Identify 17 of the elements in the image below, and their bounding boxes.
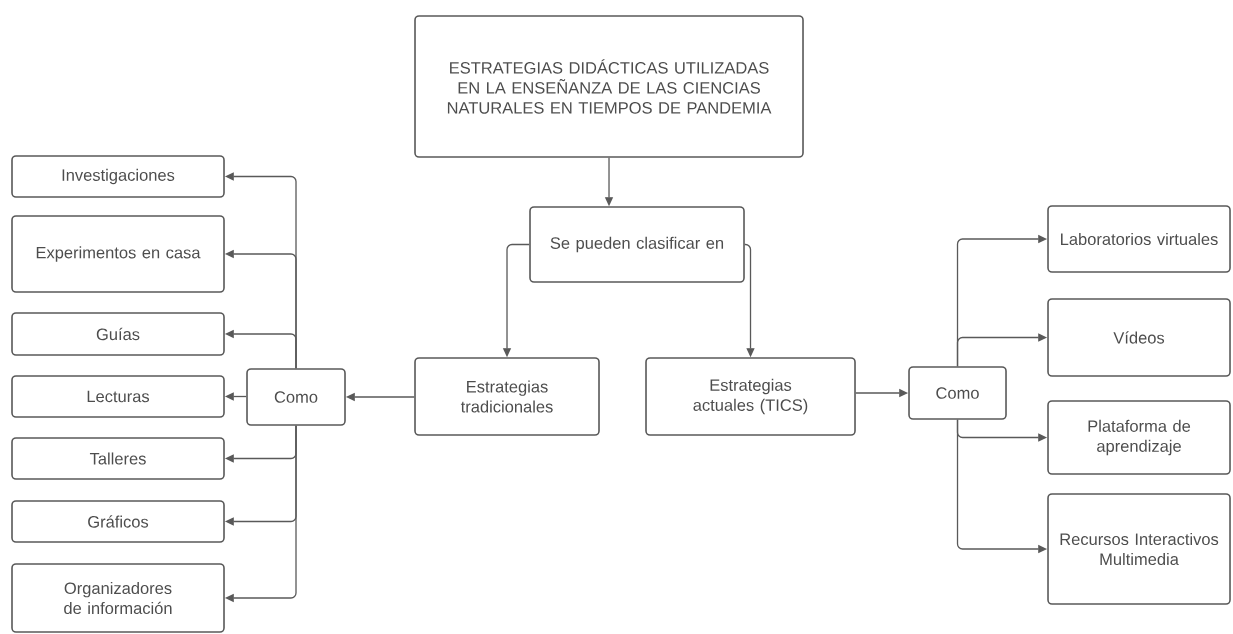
concept-box: Como bbox=[908, 366, 1007, 420]
concept-box: Organizadores de información bbox=[11, 563, 225, 633]
concept-box: Gráficos bbox=[11, 500, 225, 543]
title-box: ESTRATEGIAS DIDÁCTICAS UTILIZADAS EN LA ENSEÑANZA DE LAS CIENCIAS NATURALES EN TIEMPOS DE PANDEMIA bbox=[414, 15, 804, 158]
concept-box: Estrategias actuales (TICS) bbox=[645, 357, 856, 436]
concept-box: Lecturas bbox=[11, 375, 225, 418]
concept-box: Estrategias tradicionales bbox=[414, 357, 600, 436]
concept-box: Investigaciones bbox=[11, 155, 225, 198]
concept-box: Recursos Interactivos Multimedia bbox=[1047, 493, 1231, 605]
concept-box: Guías bbox=[11, 312, 225, 356]
concept-box: Laboratorios virtuales bbox=[1047, 205, 1231, 273]
concept-box: Experimentos en casa bbox=[11, 215, 225, 293]
concept-box: Talleres bbox=[11, 437, 225, 480]
concept-box: Se pueden clasificar en bbox=[529, 206, 745, 283]
concept-box: Plataforma de aprendizaje bbox=[1047, 400, 1231, 475]
concept-box: Como bbox=[246, 368, 346, 426]
concept-box: Vídeos bbox=[1047, 298, 1231, 377]
